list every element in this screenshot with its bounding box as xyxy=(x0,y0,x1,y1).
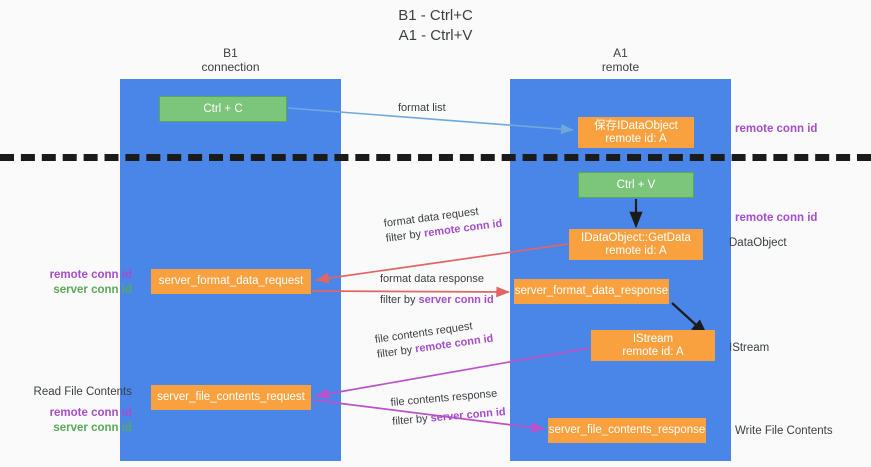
node-store-idataobject-label: 保存IDataObject xyxy=(594,119,678,132)
column-header-a1-sub: remote xyxy=(601,60,640,74)
title-line-1: B1 - Ctrl+C xyxy=(398,7,473,24)
edge-format-list xyxy=(287,107,574,135)
edge-label-fd-request-filter-prefix: filter by xyxy=(385,227,425,245)
column-header-b1: B1 connection xyxy=(120,46,341,74)
node-idataobject-getdata[interactable]: IDataObject::GetData remote id: A xyxy=(569,229,703,260)
right-label-remote-conn-id-mid: remote conn id xyxy=(735,212,818,224)
node-server-file-contents-response-label: server_file_contents_response xyxy=(548,424,706,436)
title-line-2: A1 - Ctrl+V xyxy=(398,27,473,44)
right-label-remote-conn-id-top: remote conn id xyxy=(735,123,818,135)
node-store-idataobject-sub: remote id: A xyxy=(605,132,667,145)
node-server-file-contents-response[interactable]: server_file_contents_response xyxy=(548,418,706,443)
edge-label-fc-response-filter-prefix: filter by xyxy=(391,412,432,428)
edge-file-contents-response xyxy=(312,399,545,433)
left-label-file-server-conn-id: server conn id xyxy=(53,422,132,434)
node-server-file-contents-request[interactable]: server_file_contents_request xyxy=(151,385,311,410)
node-ctrl-c[interactable]: Ctrl + C xyxy=(159,96,287,122)
node-istream[interactable]: IStream remote id: A xyxy=(591,330,715,361)
edge-format-data-response xyxy=(311,286,510,298)
node-server-format-data-request[interactable]: server_format_data_request xyxy=(151,269,311,294)
left-label-read-file-contents: Read File Contents xyxy=(33,386,132,398)
node-ctrl-c-label: Ctrl + C xyxy=(203,102,243,115)
page-title: B1 - Ctrl+C A1 - Ctrl+V xyxy=(0,6,871,46)
node-ctrl-v[interactable]: Ctrl + V xyxy=(578,172,694,198)
edge-format-data-request xyxy=(315,243,569,284)
column-header-a1: A1 remote xyxy=(510,46,731,74)
edge-label-fd-response-filter: filter by server conn id xyxy=(380,293,494,308)
node-server-format-data-response[interactable]: server_format_data_response xyxy=(514,279,669,304)
edge-label-format-data-response: format data response filter by server co… xyxy=(380,272,494,308)
node-istream-label: IStream xyxy=(632,332,674,345)
edge-label-fd-response-filter-key: server conn id xyxy=(418,294,494,306)
node-ctrl-v-label: Ctrl + V xyxy=(616,178,656,191)
edge-label-format-list-text: format list xyxy=(398,102,446,114)
node-idataobject-getdata-label: IDataObject::GetData xyxy=(581,231,691,244)
node-istream-sub: remote id: A xyxy=(622,345,684,358)
edge-label-fc-request-filter-prefix: filter by xyxy=(376,343,417,361)
column-header-a1-name: A1 xyxy=(613,46,628,60)
edge-label-fd-response-filter-prefix: filter by xyxy=(380,294,419,306)
left-label-file-remote-conn-id: remote conn id xyxy=(49,407,132,419)
node-server-format-data-response-label: server_format_data_response xyxy=(514,285,669,297)
edge-label-format-list: format list xyxy=(398,101,446,116)
left-label-remote-conn-id: remote conn id xyxy=(49,269,132,281)
edge-file-contents-request xyxy=(315,347,590,400)
node-server-format-data-request-label: server_format_data_request xyxy=(158,275,304,287)
right-label-istream: IStream xyxy=(729,342,770,354)
edge-response-to-istream xyxy=(671,302,708,336)
column-header-b1-name: B1 xyxy=(223,46,238,60)
edge-label-fd-response-text: format data response xyxy=(380,273,484,285)
left-label-server-conn-id: server conn id xyxy=(53,284,132,296)
right-label-write-file-contents: Write File Contents xyxy=(735,425,833,437)
node-server-file-contents-request-label: server_file_contents_request xyxy=(157,391,305,403)
column-header-b1-sub: connection xyxy=(201,60,260,74)
node-idataobject-getdata-sub: remote id: A xyxy=(605,244,667,257)
node-store-idataobject[interactable]: 保存IDataObject remote id: A xyxy=(578,117,694,148)
left-label-group-file: Read File Contents remote conn id server… xyxy=(22,385,132,436)
phase-divider xyxy=(0,154,871,161)
left-label-group-format: remote conn id server conn id xyxy=(22,268,132,298)
right-label-dataobject: DataObject xyxy=(729,237,787,249)
